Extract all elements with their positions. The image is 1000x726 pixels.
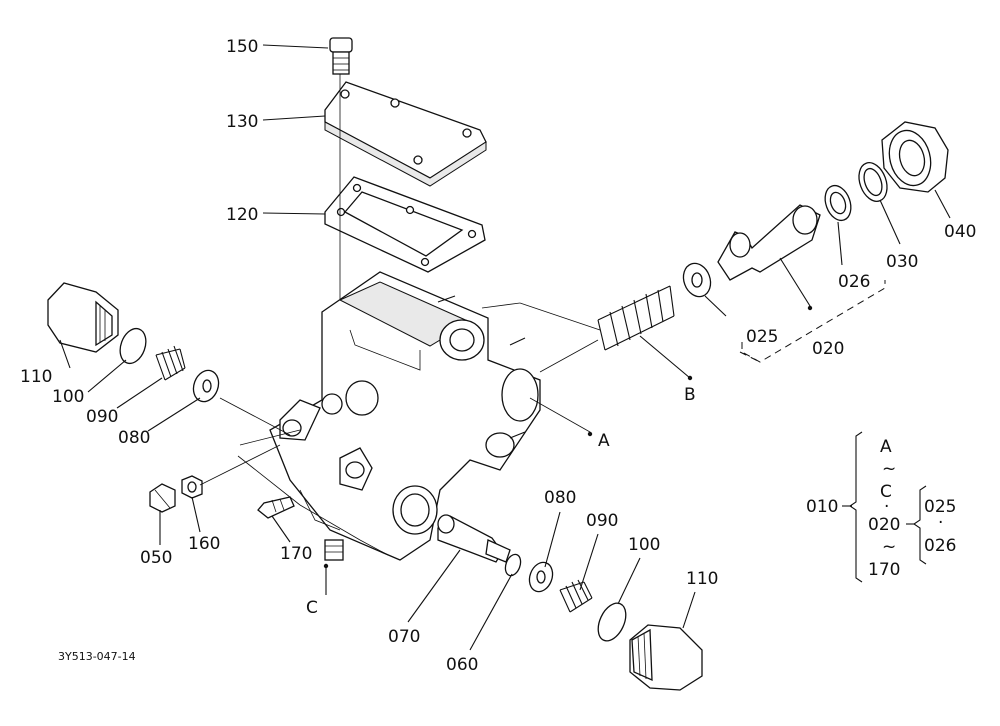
spring-090-right <box>559 579 593 613</box>
label-050: 050 <box>140 548 172 568</box>
legend-tilde-2: ~ <box>882 537 896 557</box>
o-ring-060 <box>504 553 522 577</box>
label-160: 160 <box>188 534 220 554</box>
legend-025: 025 <box>924 497 956 517</box>
label-060: 060 <box>446 655 478 675</box>
label-070: 070 <box>388 627 420 647</box>
dot-a <box>587 431 593 437</box>
label-c: C <box>306 598 318 618</box>
label-110-right: 110 <box>686 569 718 589</box>
bolt-150 <box>329 37 353 75</box>
holder-040 <box>881 121 949 193</box>
cover-plate-130 <box>324 81 487 187</box>
plug-110-left <box>47 282 119 353</box>
label-110-left: 110 <box>20 367 52 387</box>
assembly-lines <box>199 280 886 556</box>
label-b: B <box>684 385 696 405</box>
dot-c <box>323 563 329 569</box>
valve-assembly-020 <box>717 204 821 281</box>
legend-dot-1: · <box>884 497 889 517</box>
dot-020 <box>807 305 813 311</box>
label-120: 120 <box>226 205 258 225</box>
label-030: 030 <box>886 252 918 272</box>
part-labels: 150 130 120 110 100 090 080 050 160 170 … <box>20 37 976 675</box>
legend-170: 170 <box>868 560 900 580</box>
legend-026: 026 <box>924 536 956 556</box>
legend-020: 020 <box>868 515 900 535</box>
washer-080-right <box>528 561 554 593</box>
label-090-left: 090 <box>86 407 118 427</box>
nut-160 <box>181 475 203 499</box>
spring-090-left <box>155 345 186 381</box>
label-170: 170 <box>280 544 312 564</box>
pump-housing <box>269 271 541 561</box>
label-090-right: 090 <box>586 511 618 531</box>
label-100-right: 100 <box>628 535 660 555</box>
label-040: 040 <box>944 222 976 242</box>
assembly-legend: 010 A ~ C · 020 ~ 170 025 · 026 <box>806 431 956 583</box>
screw-050 <box>149 483 176 513</box>
label-a: A <box>598 431 610 451</box>
bleed-screw-170 <box>257 496 295 519</box>
legend-010: 010 <box>806 497 838 517</box>
label-150: 150 <box>226 37 258 57</box>
leader-lines <box>59 44 951 651</box>
seal-026 <box>824 184 852 222</box>
label-026: 026 <box>838 272 870 292</box>
o-ring-100-left <box>119 327 147 365</box>
valve-070 <box>437 514 511 563</box>
label-080-left: 080 <box>118 428 150 448</box>
spring-b <box>597 285 675 351</box>
label-025: 025 <box>746 327 778 347</box>
o-ring-100-right <box>597 602 627 642</box>
plug-c <box>324 539 344 561</box>
label-100-left: 100 <box>52 387 84 407</box>
dot-b <box>687 375 693 381</box>
label-020: 020 <box>812 339 844 359</box>
legend-c: C <box>880 482 892 502</box>
legend-tilde-1: ~ <box>882 459 896 479</box>
legend-dot-2: · <box>938 513 943 533</box>
gasket-120 <box>324 176 486 273</box>
drawing-code: 3Y513-047-14 <box>58 650 136 663</box>
label-080-right: 080 <box>544 488 576 508</box>
washer-080-left <box>192 369 220 403</box>
plug-110-right <box>629 624 703 691</box>
legend-a: A <box>880 437 892 457</box>
label-130: 130 <box>226 112 258 132</box>
washer-025 <box>682 262 712 298</box>
